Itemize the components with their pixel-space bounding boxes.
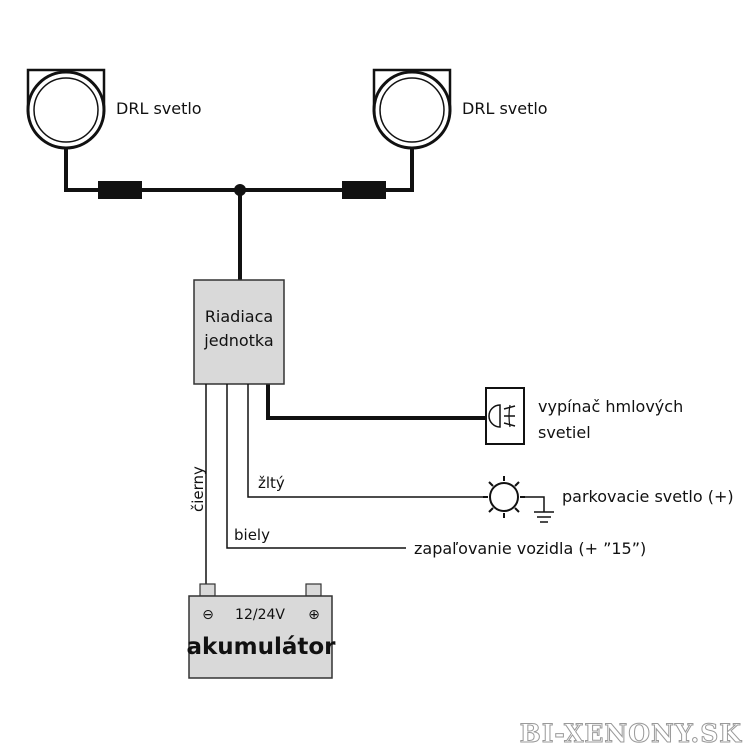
- white-wire: [226, 384, 406, 549]
- harness-junction: [234, 184, 246, 196]
- battery-body: [188, 595, 333, 679]
- parking-bulb-icon: [483, 476, 525, 518]
- ignition-label: zapaľovanie vozidla (+ ”15”): [414, 539, 646, 558]
- lamp-left-bracket: [26, 68, 106, 112]
- connector-left: [98, 181, 142, 199]
- lamp-left-housing: [26, 70, 106, 150]
- lamp-right-housing: [372, 70, 452, 150]
- fog-switch-label-line2: svetiel: [538, 423, 591, 442]
- yellow-wire: [247, 384, 484, 498]
- fog-switch-wire: [266, 384, 486, 420]
- control-unit-box: [193, 279, 285, 385]
- battery-terminal-plus: [305, 583, 322, 597]
- watermark-logo: BI-XENONY.SK: [520, 719, 743, 748]
- lamp-right-lens: [379, 77, 445, 143]
- signal-wires: [205, 384, 545, 584]
- drl-lamp-left: [26, 68, 106, 150]
- drl-lamp-right: [372, 68, 452, 150]
- battery-minus-symbol: ⊖: [202, 607, 214, 623]
- fog-lamp-icon: [488, 404, 516, 428]
- battery-voltage: 12/24V: [235, 607, 285, 623]
- control-unit-line1: Riadiaca: [205, 307, 273, 326]
- ground-icon: [534, 511, 554, 523]
- battery-name: akumulátor: [186, 634, 336, 660]
- lamp-left-lens: [33, 77, 99, 143]
- white-wire-label: biely: [234, 526, 270, 544]
- drl-left-label: DRL svetlo: [116, 99, 202, 118]
- yellow-wire-label: žltý: [258, 474, 285, 492]
- parking-light-label: parkovacie svetlo (+): [562, 487, 734, 506]
- parking-ground-wire: [524, 496, 545, 512]
- battery-plus-symbol: ⊕: [308, 607, 320, 623]
- fog-switch-label-line1: vypínač hmlových: [538, 397, 683, 416]
- battery-terminal-minus: [199, 583, 216, 597]
- lamp-right-bracket: [372, 68, 452, 112]
- control-unit-line2: jednotka: [203, 331, 273, 350]
- battery: ⊖ 12/24V ⊕ akumulátor: [186, 583, 336, 679]
- drl-right-label: DRL svetlo: [462, 99, 548, 118]
- connector-right: [342, 181, 386, 199]
- black-wire-label: čierny: [189, 466, 207, 512]
